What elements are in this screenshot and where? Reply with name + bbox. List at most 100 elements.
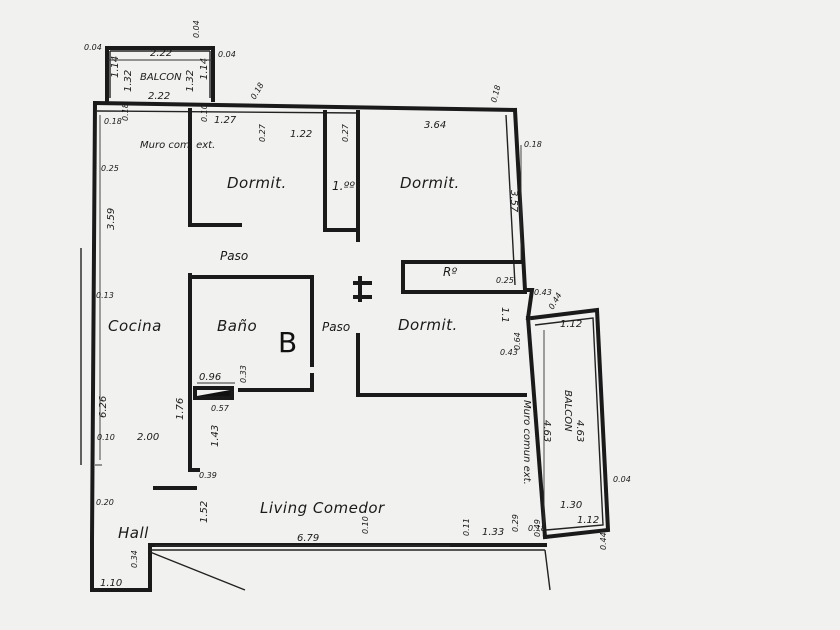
placard-1-label: 1.ºº bbox=[332, 179, 355, 193]
unit-mark: B bbox=[278, 326, 297, 359]
hall-label: Hall bbox=[118, 524, 149, 542]
dim-4-63-a: 4.63 bbox=[574, 420, 585, 442]
muro-comun-label: Muro comun ext. bbox=[521, 400, 532, 485]
exterior-walls bbox=[80, 100, 551, 592]
dim-1-12-a: 1.12 bbox=[560, 319, 582, 330]
muro-comun-wall bbox=[525, 315, 548, 540]
dormit-3-label: Dormit. bbox=[398, 316, 458, 334]
top-balcony-rail bbox=[109, 50, 211, 98]
bano-walls bbox=[188, 273, 314, 472]
right-balcony-walls bbox=[529, 307, 611, 540]
top-balcony-walls bbox=[105, 46, 215, 102]
garage-ramp bbox=[149, 549, 551, 591]
dim-0-25-a: 0.25 bbox=[496, 276, 514, 285]
top-balcony: BALCON 2.22 2.22 1.14 1.32 1.14 1.32 0.0… bbox=[84, 20, 236, 102]
dim-0-96: 0.96 bbox=[199, 372, 221, 383]
dim-0-18-d: 0.18 bbox=[489, 84, 502, 104]
shaft bbox=[193, 386, 234, 400]
dim-0-18-f: 0.18 bbox=[528, 524, 546, 533]
dim-0-04-top-left: 0.04 bbox=[84, 43, 102, 52]
dim-0-10-a: 0.10 bbox=[200, 104, 209, 122]
dim-4-63-b: 4.63 bbox=[541, 420, 552, 442]
dim-1-43: 1.43 bbox=[210, 425, 221, 447]
dim-0-25-b: 0.25 bbox=[101, 164, 119, 173]
dim-0-18-a: 0.18 bbox=[104, 117, 122, 126]
dim-0-43-a: 0.43 bbox=[534, 288, 552, 297]
dim-0-04-top-right: 0.04 bbox=[218, 50, 236, 59]
dim-0-27-b: 0.27 bbox=[341, 123, 350, 142]
dimension-texts: 0.18 0.18 0.18 0.18 0.10 1.27 0.27 1.22 … bbox=[96, 81, 631, 589]
dim-0-20-a: 0.20 bbox=[96, 498, 114, 507]
bano-label: Baño bbox=[217, 317, 257, 335]
dim-3-57: 3.57 bbox=[508, 190, 519, 213]
dim-0-64: 0.64 bbox=[513, 332, 522, 350]
dim-0-04-top: 0.04 bbox=[192, 20, 201, 38]
dim-0-10-b: 0.10 bbox=[97, 433, 115, 442]
dim-0-04-right: 0.04 bbox=[613, 475, 631, 484]
placard-walls bbox=[401, 260, 527, 294]
right-exterior-wall bbox=[512, 107, 535, 321]
hall-divider-top bbox=[353, 276, 372, 302]
cocina-label: Cocina bbox=[108, 317, 162, 335]
dim-1-14-right: 1.14 bbox=[199, 58, 210, 80]
interior-walls bbox=[153, 108, 527, 490]
dormit-3-bottom-wall bbox=[356, 333, 527, 397]
dim-0-49: 0.49 bbox=[533, 519, 542, 537]
right-balcony-rail bbox=[534, 317, 604, 531]
dim-1-1: 1.1 bbox=[499, 307, 510, 323]
dim-1-76: 1.76 bbox=[175, 398, 186, 420]
top-balcony-label: BALCON bbox=[140, 72, 182, 83]
paso-label-1: Paso bbox=[220, 249, 248, 263]
dim-0-18-c: 0.18 bbox=[249, 81, 266, 101]
dim-0-27-a: 0.27 bbox=[258, 123, 267, 142]
dim-3-64: 3.64 bbox=[424, 120, 446, 131]
dim-1-10: 1.10 bbox=[100, 578, 122, 589]
top-exterior-wall-inner bbox=[96, 110, 361, 114]
dim-1-32-right: 1.32 bbox=[185, 70, 196, 92]
dim-line-left-vertical bbox=[95, 115, 102, 466]
dormit-2-label: Dormit. bbox=[400, 174, 460, 192]
dim-1-27: 1.27 bbox=[214, 115, 237, 126]
dim-2-22-mid: 2.22 bbox=[148, 91, 170, 102]
dim-1-32-left: 1.32 bbox=[123, 70, 134, 92]
right-exterior-wall-inner bbox=[505, 114, 516, 286]
living-comedor-label: Living Comedor bbox=[260, 499, 385, 517]
placard-2-label: Rº bbox=[443, 265, 457, 279]
dim-0-10-c: 0.10 bbox=[361, 516, 370, 534]
shaft-fill bbox=[197, 390, 230, 396]
dim-0-13: 0.13 bbox=[96, 291, 114, 300]
muro-ext-label: Muro com. ext. bbox=[140, 140, 215, 151]
dim-1-14-left: 1.14 bbox=[110, 56, 121, 78]
dimension-lines bbox=[95, 59, 545, 547]
right-balcony: BALCON Muro comun ext. bbox=[521, 307, 611, 540]
dim-2-22-top: 2.22 bbox=[150, 48, 172, 59]
dim-6-79: 6.79 bbox=[297, 533, 319, 544]
closet-wall-left bbox=[323, 110, 357, 232]
dim-0-11: 0.11 bbox=[462, 518, 471, 536]
bano-lower-wall bbox=[238, 373, 314, 392]
dim-0-18-e: 0.18 bbox=[524, 140, 542, 149]
dim-0-18-b: 0.18 bbox=[121, 103, 130, 121]
dim-0-29: 0.29 bbox=[511, 514, 520, 532]
dim-1-12-b: 1.12 bbox=[577, 515, 599, 526]
dim-1-33: 1.33 bbox=[482, 527, 504, 538]
dim-0-33: 0.33 bbox=[239, 365, 248, 383]
dim-0-43-b: 0.43 bbox=[500, 348, 518, 357]
dim-0-39: 0.39 bbox=[199, 471, 217, 480]
dormit-1-left-wall bbox=[188, 108, 242, 227]
left-exterior-wall bbox=[89, 100, 98, 543]
dim-1-30: 1.30 bbox=[560, 500, 582, 511]
dim-0-34: 0.34 bbox=[130, 550, 139, 568]
dim-1-52: 1.52 bbox=[199, 501, 210, 523]
dim-6-26: 6.26 bbox=[98, 396, 109, 418]
paso-label-2: Paso bbox=[322, 320, 350, 334]
dim-3-59: 3.59 bbox=[106, 208, 117, 230]
dim-0-44-b: 0.44 bbox=[599, 532, 608, 550]
dormit-1-label: Dormit. bbox=[227, 174, 287, 192]
bottom-exterior-wall bbox=[90, 538, 547, 592]
dim-1-22: 1.22 bbox=[290, 129, 312, 140]
right-balcony-label: BALCON bbox=[562, 390, 573, 432]
dim-2-00: 2.00 bbox=[137, 432, 159, 443]
top-exterior-wall bbox=[92, 100, 518, 113]
